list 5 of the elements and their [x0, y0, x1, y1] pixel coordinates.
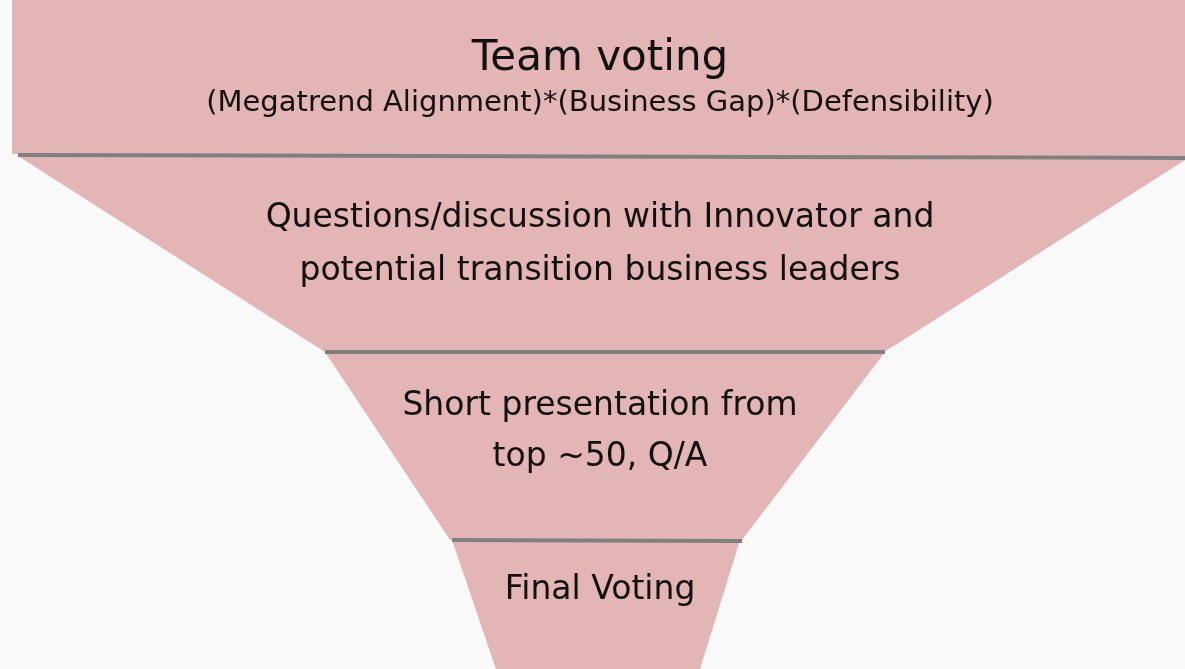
stage-title: Final Voting	[504, 567, 696, 609]
stage-title: Questions/discussion with Innovator and potential transition business leaders	[264, 195, 936, 290]
stage-formula: (Megatrend Alignment)*(Business Gap)*(Defensibility)	[206, 82, 994, 120]
stage-title: Short presentation from top ~50, Q/A	[401, 383, 799, 477]
stage-title: Team voting	[471, 30, 729, 82]
